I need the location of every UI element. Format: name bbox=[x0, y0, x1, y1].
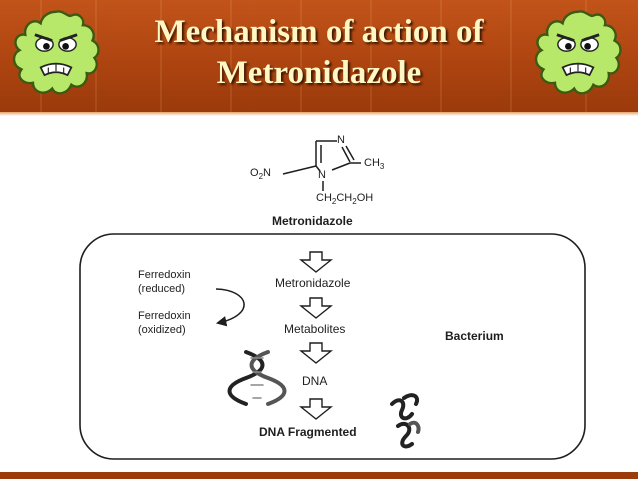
germ-icon-right bbox=[534, 10, 622, 95]
step-arrows bbox=[299, 251, 333, 420]
arrow-icon-4 bbox=[299, 398, 333, 420]
germ-icon-left bbox=[12, 10, 100, 95]
ferredoxin-reduced-line2: (reduced) bbox=[138, 283, 186, 295]
banner-divider bbox=[0, 112, 638, 116]
methyl-group: CH3 bbox=[364, 157, 385, 172]
slide-title: Mechanism of action of Metronidazole bbox=[130, 12, 508, 94]
structure-caption: Metronidazole bbox=[272, 214, 353, 228]
arrow-icon-1 bbox=[299, 251, 333, 273]
footer-bar bbox=[0, 472, 638, 479]
arrow-icon-2 bbox=[299, 297, 333, 319]
slide-title-line-2: Metronidazole bbox=[216, 55, 422, 91]
title-banner bbox=[0, 0, 638, 112]
bacterium-cell bbox=[79, 233, 586, 460]
bacterium-label: Bacterium bbox=[445, 329, 504, 343]
step-label-4: DNA Fragmented bbox=[259, 425, 357, 439]
atom-n-top: N bbox=[337, 134, 345, 146]
hydroxyethyl-group: CH2CH2OH bbox=[316, 192, 374, 207]
step-label-1: Metronidazole bbox=[275, 276, 351, 290]
arrow-icon-3 bbox=[299, 342, 333, 364]
ferredoxin-oxidized-line2: (oxidized) bbox=[138, 324, 186, 336]
step-label-3: DNA bbox=[302, 374, 328, 388]
atom-n-ring: N bbox=[318, 169, 326, 181]
dna-fragment-icon bbox=[390, 393, 421, 449]
nitro-group: O2N bbox=[250, 167, 271, 182]
ferredoxin-oxidized-line1: Ferredoxin bbox=[138, 310, 191, 322]
ferredoxin-reduced-line1: Ferredoxin bbox=[138, 269, 191, 281]
ferredoxin-cycle-arrow bbox=[215, 288, 245, 327]
slide-title-line-1: Mechanism of action of bbox=[154, 14, 484, 50]
dna-helix-icon bbox=[227, 350, 287, 406]
step-label-2: Metabolites bbox=[284, 322, 346, 336]
imidazole-ring bbox=[282, 140, 361, 191]
